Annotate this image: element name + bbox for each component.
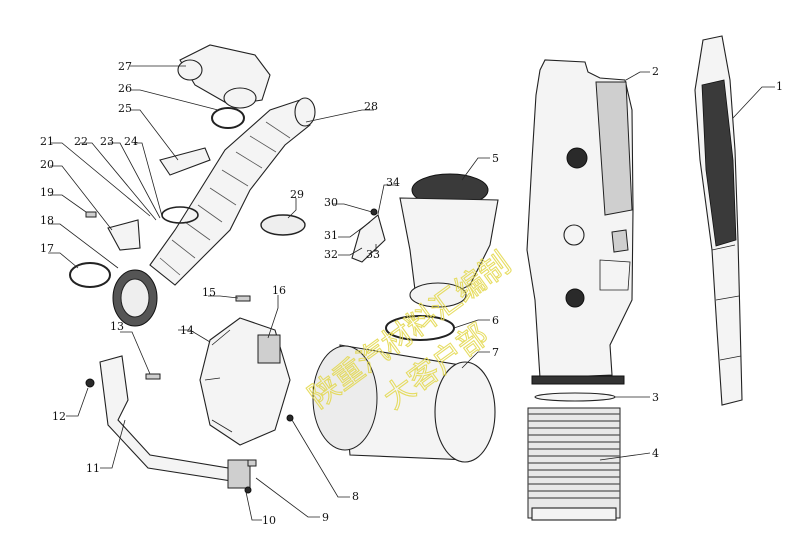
callout-9: 9 (322, 511, 329, 524)
callout-5: 5 (492, 152, 499, 165)
callout-18: 18 (40, 214, 54, 227)
callout-2: 2 (652, 65, 659, 78)
part-2-filter-housing (526, 59, 634, 385)
callout-32: 32 (324, 248, 338, 261)
callout-29: 29 (290, 188, 304, 201)
callout-4: 4 (652, 447, 659, 460)
callout-7: 7 (492, 346, 499, 359)
callout-13: 13 (110, 320, 124, 333)
callout-21: 21 (40, 135, 54, 148)
callout-22: 22 (74, 135, 88, 148)
callout-3: 3 (652, 391, 659, 404)
callout-23: 23 (100, 135, 114, 148)
part-4-bellows (527, 407, 621, 521)
callout-19: 19 (40, 186, 54, 199)
part-7-cylinder (312, 344, 496, 463)
part-5-intake-hood (399, 173, 499, 308)
callout-16: 16 (272, 284, 286, 297)
part-3-ring (534, 392, 616, 402)
callout-11: 11 (86, 462, 100, 475)
callout-1: 1 (776, 80, 783, 93)
callout-28: 28 (364, 100, 378, 113)
callout-33: 33 (366, 248, 380, 261)
callout-25: 25 (118, 102, 132, 115)
callout-17: 17 (40, 242, 54, 255)
part-11-bracket (99, 355, 251, 489)
callout-30: 30 (324, 196, 338, 209)
callout-27: 27 (118, 60, 132, 73)
callout-labels: 1 2 3 4 5 6 7 8 9 10 11 12 13 14 15 16 1… (40, 60, 783, 527)
callout-20: 20 (40, 158, 54, 171)
callout-6: 6 (492, 314, 499, 327)
callout-31: 31 (324, 229, 338, 242)
part-28-pipe (149, 97, 316, 286)
part-29-ring (260, 214, 306, 236)
part-20-bracket (107, 147, 211, 251)
leader-lines (48, 65, 775, 521)
callout-14: 14 (180, 324, 194, 337)
callout-34: 34 (386, 176, 400, 189)
callout-10: 10 (262, 514, 276, 527)
callout-24: 24 (124, 135, 138, 148)
part-14-band (199, 317, 291, 446)
callout-12: 12 (52, 410, 66, 423)
callout-8: 8 (352, 490, 359, 503)
part-27-elbow (177, 44, 271, 129)
part-18-coupling (69, 262, 158, 327)
callout-26: 26 (118, 82, 132, 95)
part-1-strip (694, 35, 743, 406)
callout-15: 15 (202, 286, 216, 299)
